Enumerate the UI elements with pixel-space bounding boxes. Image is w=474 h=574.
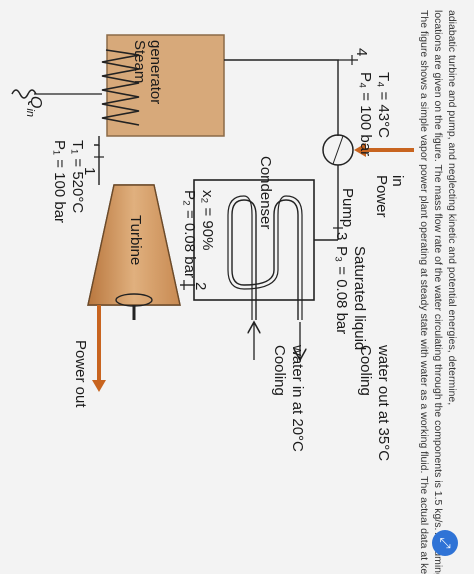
boiler-coil [101, 49, 140, 126]
state1-number: 1 [81, 167, 98, 176]
pipe-pump-boiler [224, 59, 339, 136]
pipe-boiler-turbine [94, 136, 100, 146]
cooling-out-label-2: water out at 35°C [375, 345, 392, 462]
heat-squiggle [11, 89, 37, 99]
cooling-in-label-2: water in at 20°C [289, 345, 306, 452]
state2-pressure: P₂ = 0.08 bar [181, 190, 198, 278]
power-in-arrowhead [354, 143, 366, 157]
pump-triangle-line [332, 135, 344, 165]
turbine-label: Turbine [127, 215, 144, 266]
state4-number: 4 [353, 48, 370, 57]
cooling-in-label-1: Cooling [271, 345, 288, 396]
state2-number: 2 [192, 282, 209, 291]
state1-pressure: P₁ = 100 bar [51, 140, 68, 224]
condenser-label: Condenser [257, 156, 274, 230]
state3-pressure: P₃ = 0.08 bar [333, 246, 350, 335]
state4-temperature: T₄ = 43°C [375, 72, 392, 138]
state3-description: Saturated liquid [351, 246, 368, 351]
cooling-coil [231, 199, 299, 320]
steam-generator-label-2: generator [147, 40, 164, 105]
steam-generator-label-1: Steam [131, 40, 148, 84]
cooling-out-label-1: Cooling [357, 345, 374, 396]
q-in-subscript: in [24, 108, 36, 118]
expand-icon[interactable]: ⤢ [432, 530, 458, 556]
problem-text-line-2: locations are given on the figure. The m… [432, 10, 444, 574]
power-out-label: Power out [72, 340, 89, 408]
state3-number: 3 [333, 232, 350, 241]
q-in-label: Qin [21, 96, 44, 117]
problem-text-line-1: The figure shows a simple vapor power pl… [418, 10, 430, 574]
cooling-coil-inner [227, 195, 303, 320]
turbine-shape-body [87, 184, 181, 306]
state1-temperature: T₁ = 520°C [69, 140, 86, 214]
state2-quality: x₂ = 90% [199, 190, 216, 251]
problem-text-line-3: adiabatic turbine and pump, and neglecti… [446, 10, 458, 406]
q-in-symbol: Q [27, 96, 44, 109]
shaft-rotation-icon [115, 293, 153, 307]
power-in-label-1: Power [373, 175, 390, 218]
state4-pressure: P₄ = 100 bar [357, 72, 374, 157]
pump-label: Pump [339, 188, 356, 228]
power-out-arrowhead [92, 380, 106, 392]
power-in-label-2: in [389, 175, 406, 187]
